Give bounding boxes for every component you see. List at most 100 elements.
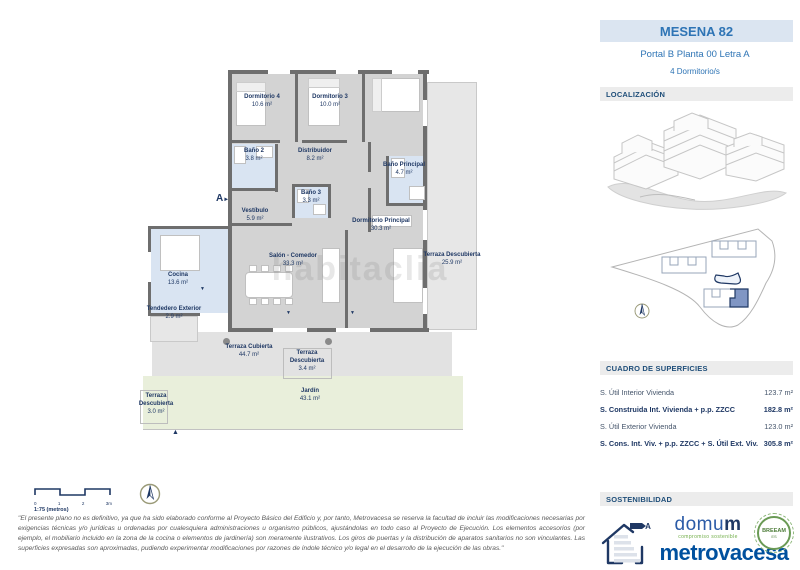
pillow	[372, 78, 382, 112]
room-name: Tendedero Exterior	[146, 306, 202, 312]
door-marker: ▼	[200, 286, 205, 292]
room-name: Dormitorio Principal	[352, 218, 410, 224]
domum-text: domu	[674, 514, 725, 535]
toilet	[297, 189, 309, 203]
wall	[148, 313, 200, 316]
scale-tick: 0	[34, 501, 37, 506]
table-row: S. Cons. Int. Viv. + p.p. ZZCC + S. Útil…	[600, 435, 793, 452]
wall	[275, 144, 278, 192]
sofa	[322, 248, 340, 303]
section-marker-arrow-icon: ►	[223, 197, 230, 203]
wall	[345, 230, 348, 328]
wall	[228, 328, 429, 332]
sink	[313, 204, 326, 215]
room-label: Vestíbulo 5.9 m²	[225, 208, 285, 224]
table-row: S. Útil Interior Vivienda 123.7 m²	[600, 384, 793, 401]
highlighted-unit	[729, 288, 749, 308]
wall	[362, 72, 365, 142]
domum-text-bold: m	[724, 514, 742, 535]
room-area: 2.9 m²	[165, 313, 183, 320]
room-name: Baño 3	[300, 190, 321, 196]
room-name: Jardín	[300, 388, 319, 394]
window	[268, 70, 290, 74]
row-label: S. Cons. Int. Viv. + p.p. ZZCC + S. Útil…	[600, 439, 758, 448]
room-area: 10.6 m²	[251, 101, 273, 108]
wall	[368, 188, 371, 232]
domum-tagline: compromiso sostenible	[678, 534, 738, 540]
scale-tick: 1	[57, 501, 61, 506]
room-area: 4.7 m²	[395, 169, 413, 176]
room-label: Terraza Descubierta 3.0 m²	[136, 393, 176, 416]
unit-bedrooms: 4 Dormitorio/s	[670, 67, 720, 76]
room-label: Terraza Descubierta 3.4 m²	[279, 350, 335, 373]
room-label: Jardín 43.1 m²	[280, 388, 340, 404]
wall	[423, 70, 427, 332]
room-name: Terraza Cubierta	[225, 344, 273, 350]
door-marker: ▼	[286, 310, 291, 316]
site-plan-image	[610, 228, 776, 328]
building-block	[711, 240, 757, 258]
wall	[368, 142, 371, 172]
toilet	[234, 146, 246, 164]
room-label: Dormitorio Principal 30.3 m²	[352, 218, 410, 234]
section-title: CUADRO DE SUPERFICIES	[606, 363, 708, 373]
dining-table	[245, 272, 293, 298]
sink	[409, 186, 425, 200]
room-name: Baño 2	[243, 148, 264, 154]
room-area: 8.2 m²	[306, 155, 324, 162]
room-area: 13.6 m²	[167, 279, 189, 286]
room-name: Dormitorio 4	[244, 94, 280, 100]
sliding-door	[273, 328, 307, 332]
logos-block: A domum compromiso sostenible metrovaces…	[600, 513, 794, 570]
room-area: 44.7 m²	[238, 351, 260, 358]
room-label: Baño Principal 4.7 m²	[381, 162, 427, 178]
room-area: 33.3 m²	[282, 260, 304, 267]
energy-rating-letter: A	[645, 522, 651, 531]
room-name: Baño Principal	[382, 162, 425, 168]
toilet	[391, 158, 405, 178]
terrace-34-outline	[283, 348, 332, 379]
row-label: S. Construida Int. Vivienda + p.p. ZZCC	[600, 405, 736, 414]
pillow	[308, 78, 340, 88]
room-label: Terraza Cubierta 44.7 m²	[219, 344, 279, 360]
breeam-text: BREEAM	[762, 527, 786, 534]
door-marker: ▼	[350, 310, 355, 316]
unit-title-bar: MESENA 82	[600, 20, 793, 42]
wardrobe	[372, 215, 412, 227]
wall	[148, 226, 232, 229]
terrace-right-floor	[427, 82, 477, 330]
terrace-column	[223, 338, 230, 345]
covered-terrace-floor	[152, 332, 452, 376]
chair	[273, 265, 281, 272]
kitchen-island	[160, 235, 200, 271]
unit-subtitle: Portal B Planta 00 Letra A	[640, 49, 750, 60]
table-row: S. Útil Exterior Vivienda 123.0 m²	[600, 418, 793, 435]
room-label: Baño 3 3.3 m²	[282, 190, 340, 206]
room-label: Salón - Comedor 33.3 m²	[263, 253, 323, 269]
row-value: 182.8 m²	[763, 405, 793, 414]
room-label: Cocina 13.6 m²	[148, 272, 208, 288]
scale-label: 1:75 (metros)	[34, 507, 69, 513]
wall	[328, 184, 331, 218]
room-label: Tendedero Exterior 2.9 m²	[146, 306, 202, 322]
building-block	[661, 256, 707, 274]
north-compass-icon	[139, 483, 161, 505]
surfaces-table: S. Útil Interior Vivienda 123.7 m² S. Co…	[600, 384, 793, 452]
window	[423, 210, 427, 240]
breeam-sub: ES	[771, 533, 777, 539]
scale-tick: 2	[81, 501, 85, 506]
room-name: Distribuidor	[298, 148, 332, 154]
section-title: SOSTENIBILIDAD	[606, 494, 673, 504]
row-value: 123.7 m²	[764, 388, 793, 397]
room-name: Terraza Descubierta	[289, 350, 325, 364]
parcel-outline	[610, 228, 776, 328]
watermark: habitaclia	[271, 250, 449, 288]
wall	[292, 184, 295, 218]
disclaimer-text: "El presente plano no es definitivo, ya …	[18, 515, 585, 552]
room-name: Vestíbulo	[241, 208, 269, 214]
window	[336, 70, 358, 74]
unit-title: MESENA 82	[659, 23, 734, 39]
wall	[295, 72, 298, 142]
garden-area	[143, 376, 463, 430]
room-area: 3.4 m²	[298, 365, 316, 372]
